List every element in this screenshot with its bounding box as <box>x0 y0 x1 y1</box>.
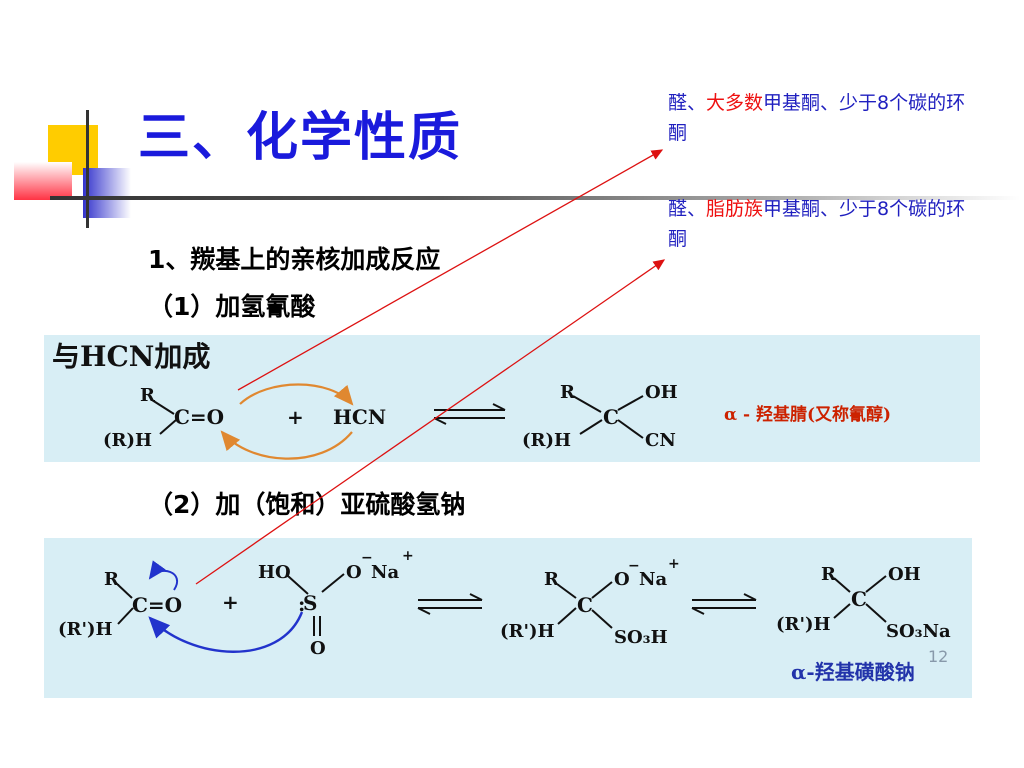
note1-highlight: 大多数 <box>706 92 764 114</box>
reaction-panel-hcn <box>44 335 980 462</box>
note-hcn-scope: 醛、大多数甲基酮、少于8个碳的环酮 <box>668 88 968 148</box>
decor-square-red <box>14 162 72 200</box>
subsection-hcn: （1）加氢氰酸 <box>148 292 316 321</box>
note2-highlight: 脂肪族 <box>706 198 764 220</box>
note1-post: 甲基酮、少于8个碳的环酮 <box>668 92 966 144</box>
note2-post: 甲基酮、少于8个碳的环酮 <box>668 198 966 250</box>
slide-title: 三、化学性质 <box>138 108 463 168</box>
reaction-panel-bisulfite <box>44 538 972 698</box>
section-heading: 1、羰基上的亲核加成反应 <box>148 245 441 274</box>
note1-pre: 醛、 <box>668 92 707 114</box>
subsection-bisulfite: （2）加（饱和）亚硫酸氢钠 <box>148 490 466 519</box>
decor-vertical-line <box>86 110 89 228</box>
note2-pre: 醛、 <box>668 198 707 220</box>
decor-square-blue <box>83 168 131 218</box>
note-bisulfite-scope: 醛、脂肪族甲基酮、少于8个碳的环酮 <box>668 194 968 254</box>
